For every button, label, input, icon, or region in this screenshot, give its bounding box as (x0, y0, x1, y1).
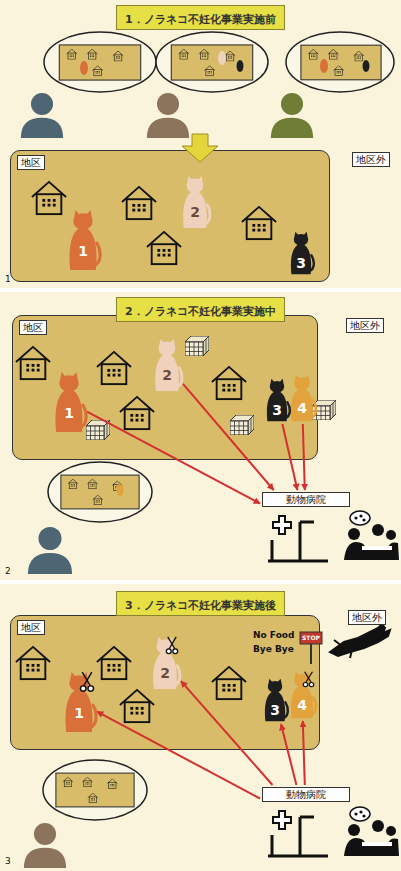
panel-heading: 3．ノラネコ不妊化事業実施後 (116, 591, 285, 616)
outside-area-label: 地区外 (352, 152, 390, 167)
cat-silhouette (67, 209, 99, 271)
animal-hospital: 動物病院 (262, 492, 350, 564)
hospital-label: 動物病院 (262, 787, 350, 802)
stray-cat: 4 (289, 671, 315, 719)
panel-ground (0, 292, 401, 580)
scissors-symbol (166, 637, 177, 654)
flow-arrow (97, 712, 260, 799)
trap-cage (86, 336, 336, 440)
flow-arrow (281, 724, 296, 785)
callout-number: 2 (181, 205, 209, 219)
cat-silhouette (153, 338, 181, 392)
callout-number: 3 (289, 256, 313, 270)
area-label: 地区 (19, 320, 47, 335)
flow-arrow (282, 424, 297, 490)
callout-number: 1 (53, 406, 85, 420)
hospital-icon (262, 805, 350, 859)
stray-cat: 1 (53, 371, 85, 433)
leaving-cat (330, 624, 390, 658)
cat-silhouette (181, 175, 209, 229)
district-area: 地区 1 2 3 (10, 150, 330, 282)
stop-sign (300, 632, 322, 664)
outside-area-label: 地区外 (346, 318, 384, 333)
callout-number: 4 (289, 698, 315, 712)
callout-number: 3 (263, 703, 287, 717)
outside-area-label: 地区外 (348, 610, 386, 625)
panel-ground (0, 0, 401, 288)
area-label: 地区 (17, 155, 45, 170)
heading-text: 2．ノラネコ不妊化事業実施中 (125, 305, 276, 318)
sign-text: STOP (300, 632, 322, 644)
stray-cat: 3 (265, 378, 289, 422)
panel-heading: 1．ノラネコ不妊化事業実施前 (116, 5, 285, 30)
scissors-symbol (80, 672, 93, 691)
area-label: 地区 (17, 620, 45, 635)
callout-number: 3 (265, 403, 289, 417)
down-arrow (182, 134, 218, 162)
flow-arrow (87, 412, 260, 504)
stray-cat: 2 (151, 636, 179, 690)
stray-cat: 2 (181, 175, 209, 229)
stray-cat: 4 (289, 374, 315, 422)
panel-number: 3 (5, 856, 11, 867)
flow-arrow (181, 681, 273, 785)
panel-number: 1 (5, 274, 11, 285)
sign-text: No Food (252, 630, 295, 641)
cat-silhouette (63, 671, 95, 733)
callout-number: 2 (153, 368, 181, 382)
flow-arrow (303, 721, 305, 785)
stray-cat: 3 (289, 231, 313, 275)
stray-cat: 3 (263, 678, 287, 722)
callout-number: 1 (63, 706, 95, 720)
flow-arrow (183, 384, 274, 490)
scissors-symbol (303, 672, 314, 687)
panel-ground (0, 584, 401, 871)
district-area: 地区 1 2 34 (12, 315, 318, 460)
sign-text: Bye Bye (252, 644, 295, 655)
house-icon (16, 182, 276, 722)
callout-number: 2 (151, 666, 179, 680)
callout-number: 4 (289, 401, 315, 415)
cat-silhouette (53, 371, 85, 433)
surgery-scene (344, 511, 399, 856)
animal-hospital: 動物病院 (262, 787, 350, 859)
cat-silhouette (151, 636, 179, 690)
stray-cat: 1 (67, 209, 99, 271)
heading-text: 3．ノラネコ不妊化事業実施後 (125, 599, 276, 612)
stray-cat: 1 (63, 671, 95, 733)
hospital-label: 動物病院 (262, 492, 350, 507)
stray-cat: 2 (153, 338, 181, 392)
callout-number: 1 (67, 244, 99, 258)
panel-heading: 2．ノラネコ不妊化事業実施中 (116, 297, 285, 322)
flow-arrow (303, 424, 305, 490)
heading-text: 1．ノラネコ不妊化事業実施前 (125, 13, 276, 26)
panel-number: 2 (5, 566, 11, 577)
hospital-icon (262, 510, 350, 564)
